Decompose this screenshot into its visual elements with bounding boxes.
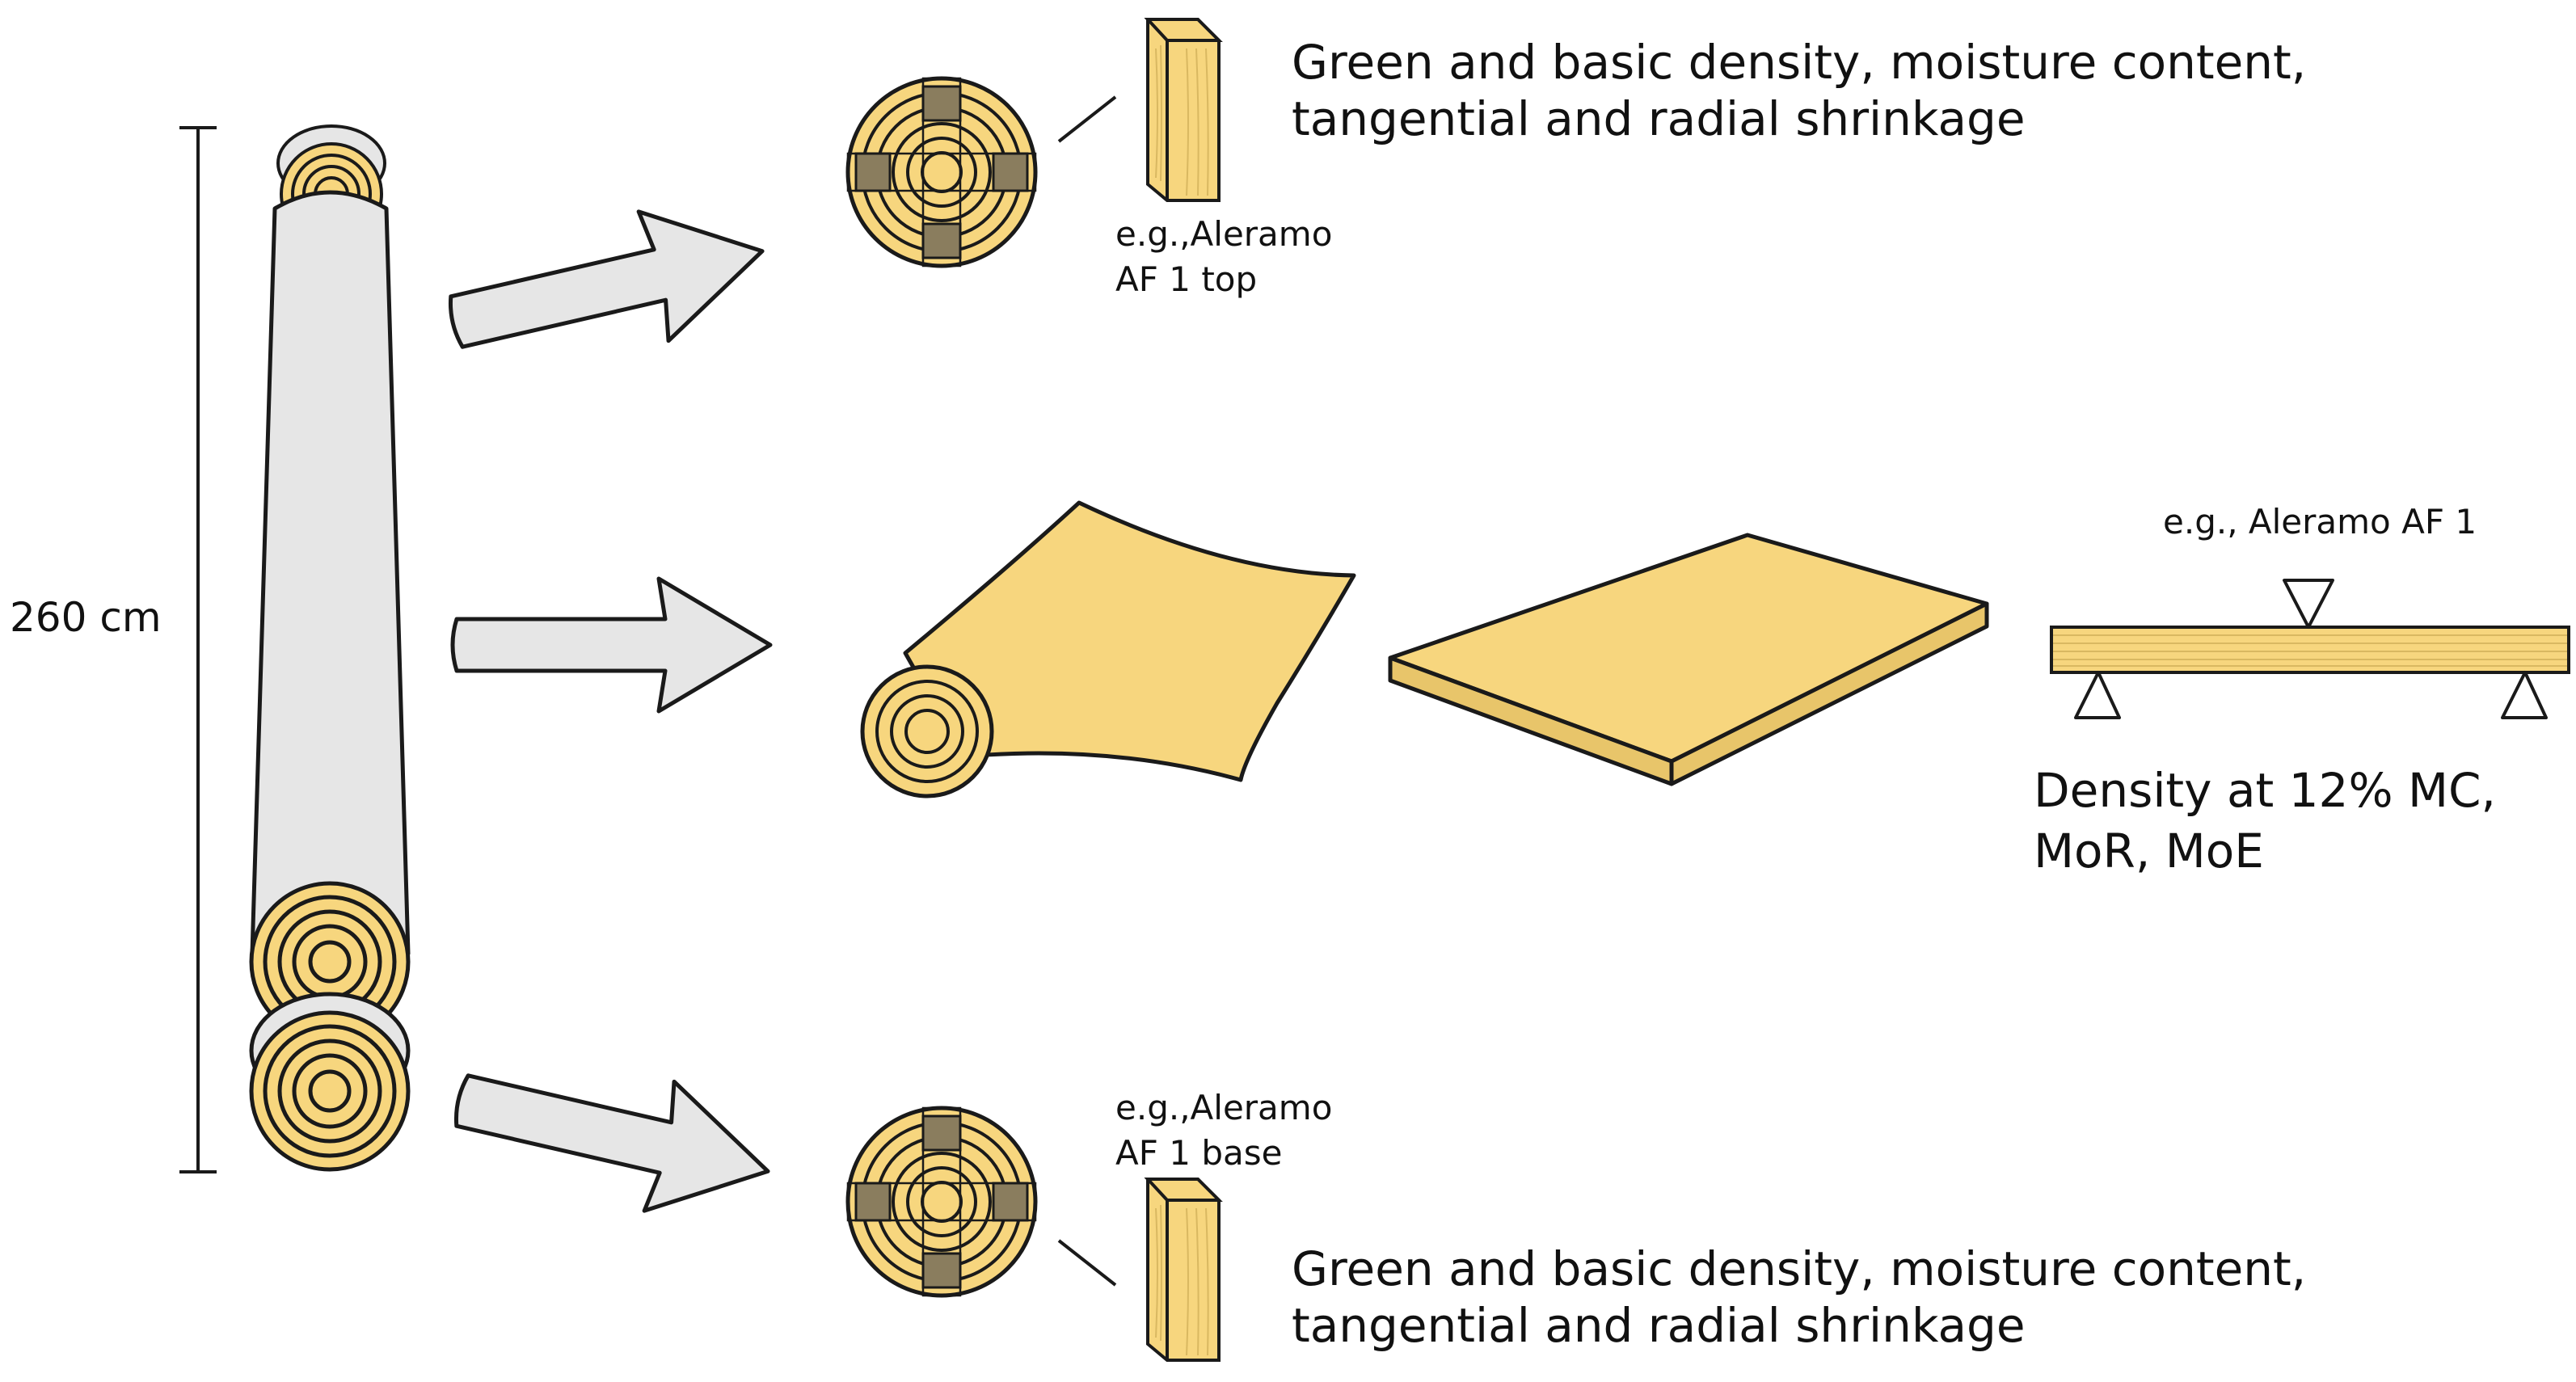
beam-example-label: e.g., Aleramo AF 1: [2163, 502, 2477, 541]
base-example-line-1: e.g.,Aleramo: [1115, 1088, 1333, 1127]
top-disc: [848, 78, 1035, 266]
log-illustration: [249, 124, 411, 1169]
plywood-panel: [1388, 533, 1989, 786]
top-disc-connector: [1057, 95, 1117, 143]
veneer-roll: [860, 500, 1356, 798]
base-properties-line-1: Green and basic density, moisture conten…: [1292, 1241, 2307, 1296]
left-support-triangle: [2074, 671, 2121, 719]
arrow-to-top-disc: [438, 187, 778, 387]
base-disc-connector: [1057, 1239, 1117, 1287]
base-disc: [848, 1108, 1035, 1296]
beam-properties-line-1: Density at 12% MC,: [2034, 763, 2496, 818]
bending-test-beam: [2050, 579, 2570, 719]
height-dimension-line: [179, 126, 217, 1173]
base-properties-line-2: tangential and radial shrinkage: [1292, 1298, 2026, 1353]
load-point-triangle: [2283, 579, 2334, 629]
top-example-line-1: e.g.,Aleramo: [1115, 214, 1333, 254]
right-support-triangle: [2501, 671, 2548, 719]
top-example-line-2: AF 1 top: [1115, 259, 1258, 299]
beam-properties-line-2: MoR, MoE: [2034, 824, 2264, 878]
base-example-line-2: AF 1 base: [1115, 1133, 1283, 1173]
base-sample-block: [1146, 1178, 1221, 1362]
log-height-label: 260 cm: [10, 594, 162, 641]
arrow-to-veneer: [453, 579, 770, 711]
top-sample-block: [1146, 18, 1221, 202]
top-properties-line-2: tangential and radial shrinkage: [1292, 91, 2026, 146]
top-properties-line-1: Green and basic density, moisture conten…: [1292, 35, 2307, 90]
arrow-to-base-disc: [444, 1035, 783, 1236]
